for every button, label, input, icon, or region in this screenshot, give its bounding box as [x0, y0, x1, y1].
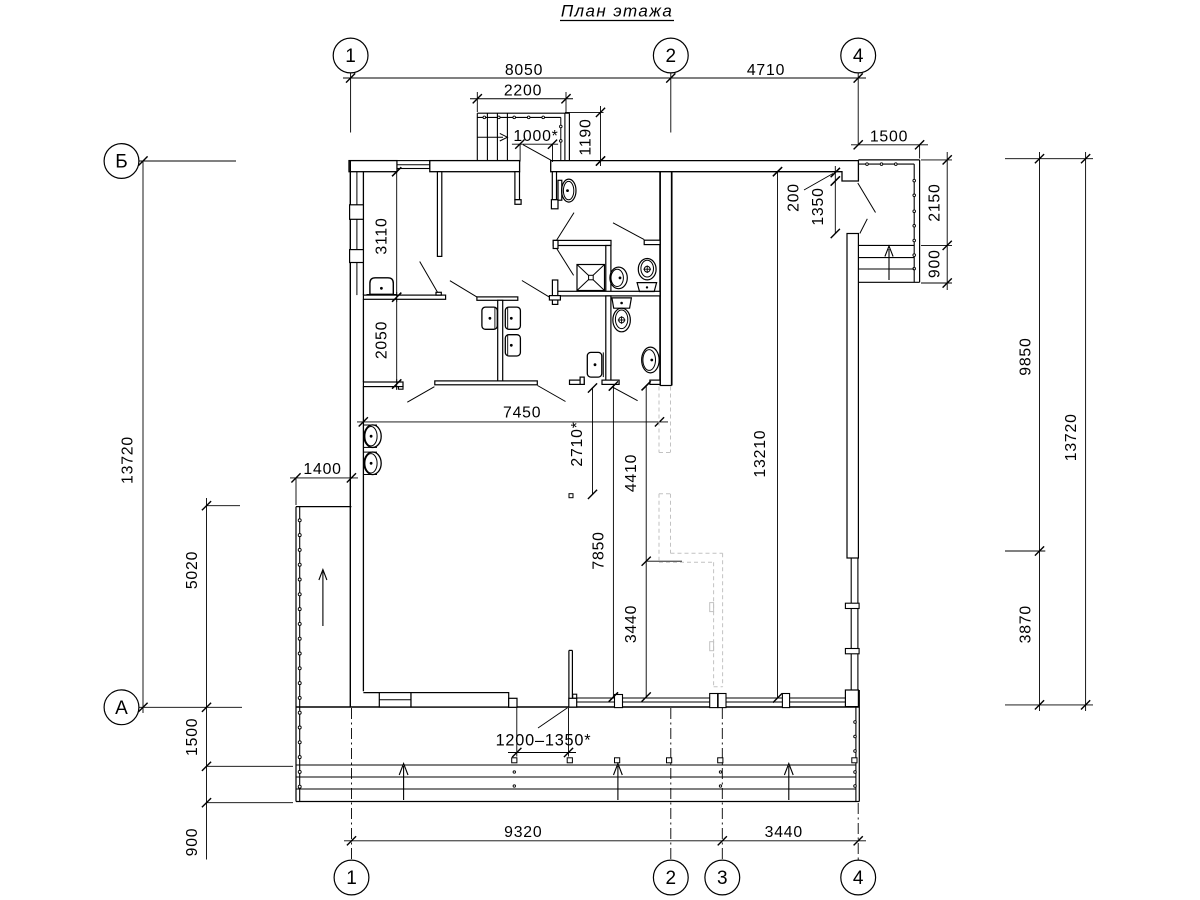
svg-text:900: 900 [184, 828, 201, 857]
svg-text:1: 1 [346, 868, 357, 889]
svg-text:3440: 3440 [765, 824, 803, 841]
svg-text:1400: 1400 [303, 461, 341, 478]
svg-text:4410: 4410 [623, 454, 640, 492]
svg-text:7850: 7850 [591, 531, 608, 569]
svg-text:4: 4 [853, 46, 864, 67]
svg-text:3: 3 [717, 868, 728, 889]
svg-text:1200–1350*: 1200–1350* [496, 732, 592, 750]
svg-text:4710: 4710 [747, 62, 785, 79]
svg-text:13720: 13720 [120, 436, 137, 484]
svg-text:13210: 13210 [752, 430, 769, 478]
svg-text:1190: 1190 [578, 118, 595, 155]
svg-text:3110: 3110 [374, 217, 391, 254]
svg-text:1500: 1500 [870, 129, 908, 146]
svg-text:1000*: 1000* [513, 128, 558, 145]
svg-text:3870: 3870 [1018, 605, 1035, 643]
svg-text:2710*: 2710* [569, 421, 586, 466]
svg-text:3440: 3440 [623, 605, 640, 643]
svg-text:200: 200 [786, 183, 803, 212]
svg-text:9850: 9850 [1018, 337, 1035, 375]
svg-text:А: А [115, 698, 128, 719]
svg-text:2200: 2200 [504, 83, 542, 100]
svg-text:9320: 9320 [504, 824, 542, 841]
svg-text:4: 4 [853, 868, 864, 889]
svg-text:2050: 2050 [374, 321, 391, 359]
svg-text:8050: 8050 [505, 62, 543, 79]
svg-text:План этажа: План этажа [561, 2, 673, 21]
svg-text:2: 2 [666, 46, 677, 67]
svg-text:7450: 7450 [503, 404, 541, 421]
svg-text:1500: 1500 [184, 718, 201, 756]
svg-text:1350: 1350 [810, 187, 827, 225]
svg-text:Б: Б [115, 152, 127, 173]
svg-text:5020: 5020 [184, 551, 201, 589]
svg-text:2: 2 [666, 868, 677, 889]
svg-text:1: 1 [345, 46, 356, 67]
svg-text:900: 900 [927, 249, 944, 278]
svg-text:13720: 13720 [1063, 413, 1080, 461]
svg-text:2150: 2150 [927, 183, 944, 221]
